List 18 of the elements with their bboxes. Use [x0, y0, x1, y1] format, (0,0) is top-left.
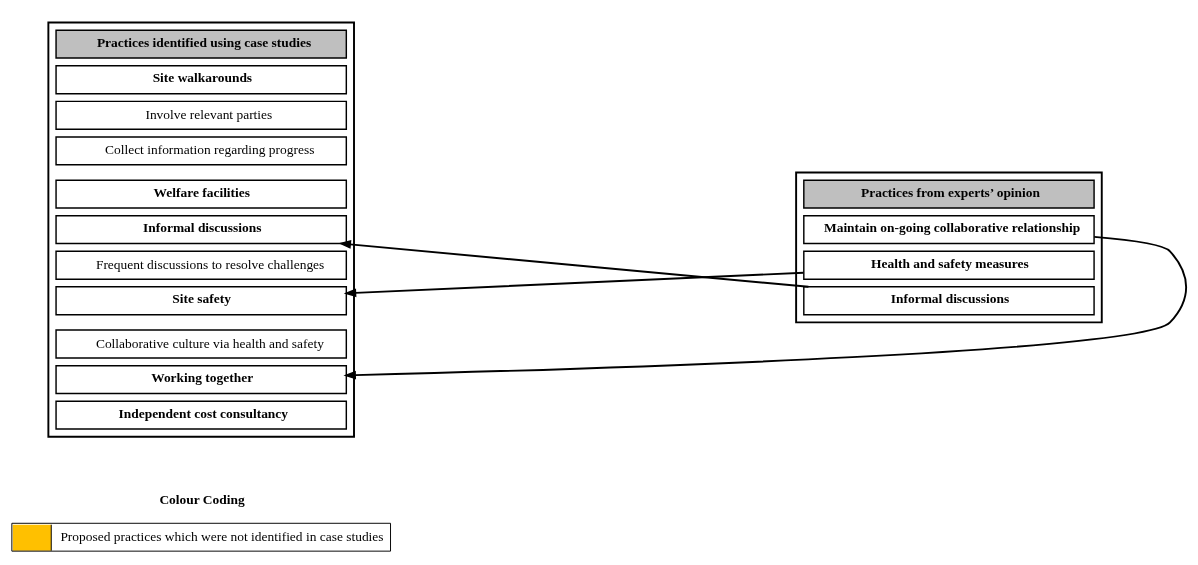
node-box: Collect information regarding progress	[55, 135, 348, 165]
arrow	[343, 235, 1188, 380]
node-box: Informal discussions	[803, 285, 1095, 315]
node-box: Health and safety measures	[803, 250, 1095, 280]
node-box: Welfare facilities	[55, 178, 348, 209]
node-box: Frequent discussions to resolve challenges	[55, 250, 348, 280]
node-box: Site safety	[55, 285, 348, 315]
node-box: Informal discussions	[55, 214, 348, 244]
node-box: Involve relevant parties	[55, 100, 348, 130]
node-box: Maintain on-going collaborative relationship	[803, 214, 1095, 244]
node-box: Independent cost consultancy	[55, 400, 348, 430]
node-box: Site walkarounds	[55, 64, 348, 94]
legend-label: Proposed practices which were not identified in case studies	[60, 528, 384, 544]
arrow	[343, 271, 805, 297]
node-box: Working together	[55, 364, 348, 394]
node-box: Collaborative culture via health and safety	[55, 328, 348, 359]
label: Colour Coding	[159, 491, 245, 507]
arrow	[338, 239, 810, 288]
